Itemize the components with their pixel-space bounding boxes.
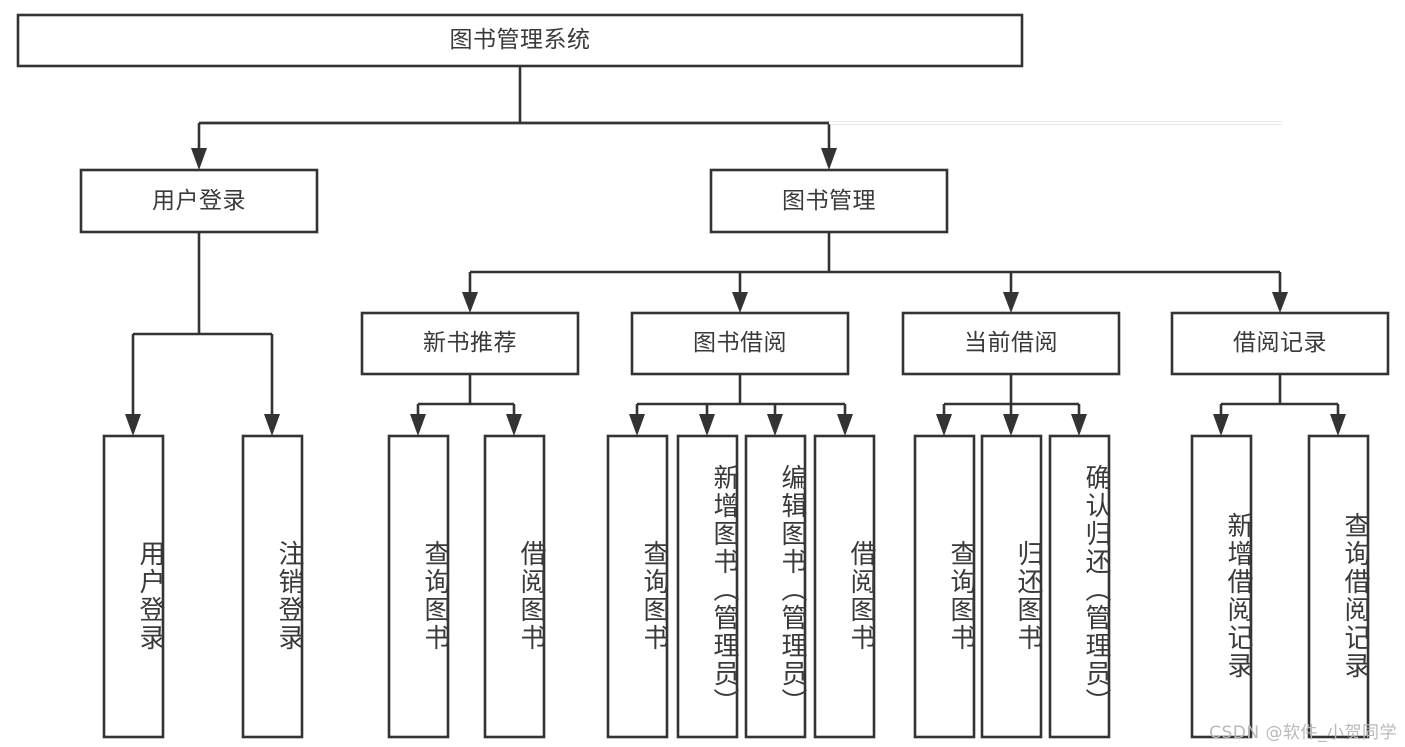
node-box-book-borrow[interactable] <box>630 311 850 376</box>
connector-root-to-level2 <box>191 66 1282 170</box>
connector-book-borrow-to-leaves <box>629 374 853 436</box>
connector-new-book-to-leaves <box>410 374 522 436</box>
connector-book-mgmt-to-level3 <box>462 232 1288 313</box>
node-box-leaf-book-borrow-3[interactable] <box>813 434 876 739</box>
node-box-leaf-borrow-record-1[interactable] <box>1307 434 1370 739</box>
node-box-new-book-rec[interactable] <box>360 311 580 376</box>
connector-user-login-to-leaves <box>125 232 280 436</box>
node-box-leaf-book-borrow-2[interactable] <box>744 434 807 739</box>
node-box-borrow-record[interactable] <box>1170 311 1390 376</box>
node-box-leaf-current-borrow-2[interactable] <box>1048 434 1111 739</box>
node-box-leaf-book-borrow-1[interactable] <box>676 434 739 739</box>
node-box-leaf-current-borrow-1[interactable] <box>980 434 1043 739</box>
node-box-user-login[interactable] <box>79 168 319 234</box>
connector-current-borrow-to-leaves <box>936 374 1087 436</box>
node-box-leaf-user-login-1[interactable] <box>241 434 304 739</box>
node-box-leaf-user-login-0[interactable] <box>102 434 165 739</box>
node-box-leaf-new-book-0[interactable] <box>387 434 450 739</box>
node-box-root[interactable] <box>16 13 1024 68</box>
node-box-leaf-book-borrow-0[interactable] <box>606 434 669 739</box>
node-box-leaf-new-book-1[interactable] <box>483 434 546 739</box>
node-box-leaf-borrow-record-0[interactable] <box>1190 434 1253 739</box>
connector-borrow-record-to-leaves <box>1213 374 1346 436</box>
node-box-current-borrow[interactable] <box>901 311 1121 376</box>
node-box-leaf-current-borrow-0[interactable] <box>913 434 976 739</box>
connector-root-bus-fix <box>199 121 1282 125</box>
node-box-book-management[interactable] <box>709 168 949 234</box>
